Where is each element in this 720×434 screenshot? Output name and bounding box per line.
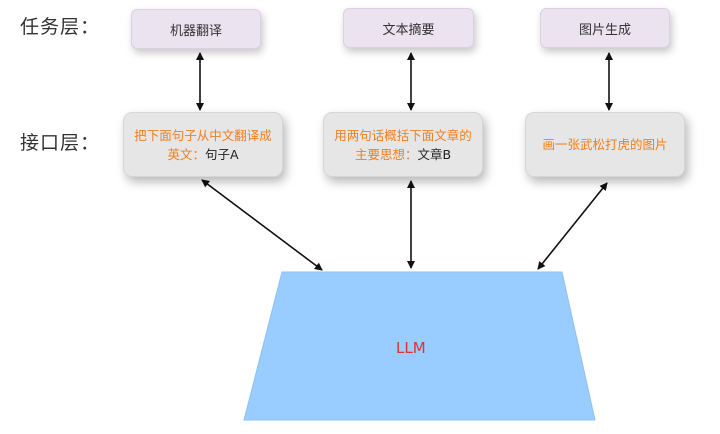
task-layer-label: 任务层：: [20, 16, 101, 38]
arrow-interface3-llm: [537, 182, 608, 270]
interface-box-image-prompt: 画一张武松打虎的图片: [525, 112, 685, 177]
arrow-interface1-llm: [201, 179, 323, 271]
prompt-instruction: 用两句话概括下面文章的主要思想：: [334, 127, 472, 162]
task-box-machine-translation: 机器翻译: [131, 9, 261, 49]
prompt-input: 文章B: [417, 146, 452, 162]
interface-box-translation-prompt: 把下面句子从中文翻译成英文：句子A: [123, 112, 283, 177]
prompt-instruction: 把下面句子从中文翻译成英文：: [134, 127, 272, 162]
interface-prompt-text: 用两句话概括下面文章的主要思想：文章B: [330, 126, 476, 164]
interface-prompt-text: 画一张武松打虎的图片: [542, 135, 667, 154]
prompt-input: 句子A: [204, 146, 239, 162]
llm-block: [243, 271, 596, 421]
interface-prompt-text: 把下面句子从中文翻译成英文：句子A: [130, 126, 276, 164]
task-box-image-generation: 图片生成: [540, 8, 670, 48]
interface-layer-label: 接口层：: [20, 132, 101, 154]
llm-label: LLM: [396, 339, 426, 357]
interface-box-summary-prompt: 用两句话概括下面文章的主要思想：文章B: [323, 112, 483, 177]
task-box-text-summary: 文本摘要: [343, 8, 474, 48]
prompt-instruction: 画一张武松打虎的图片: [542, 137, 668, 152]
